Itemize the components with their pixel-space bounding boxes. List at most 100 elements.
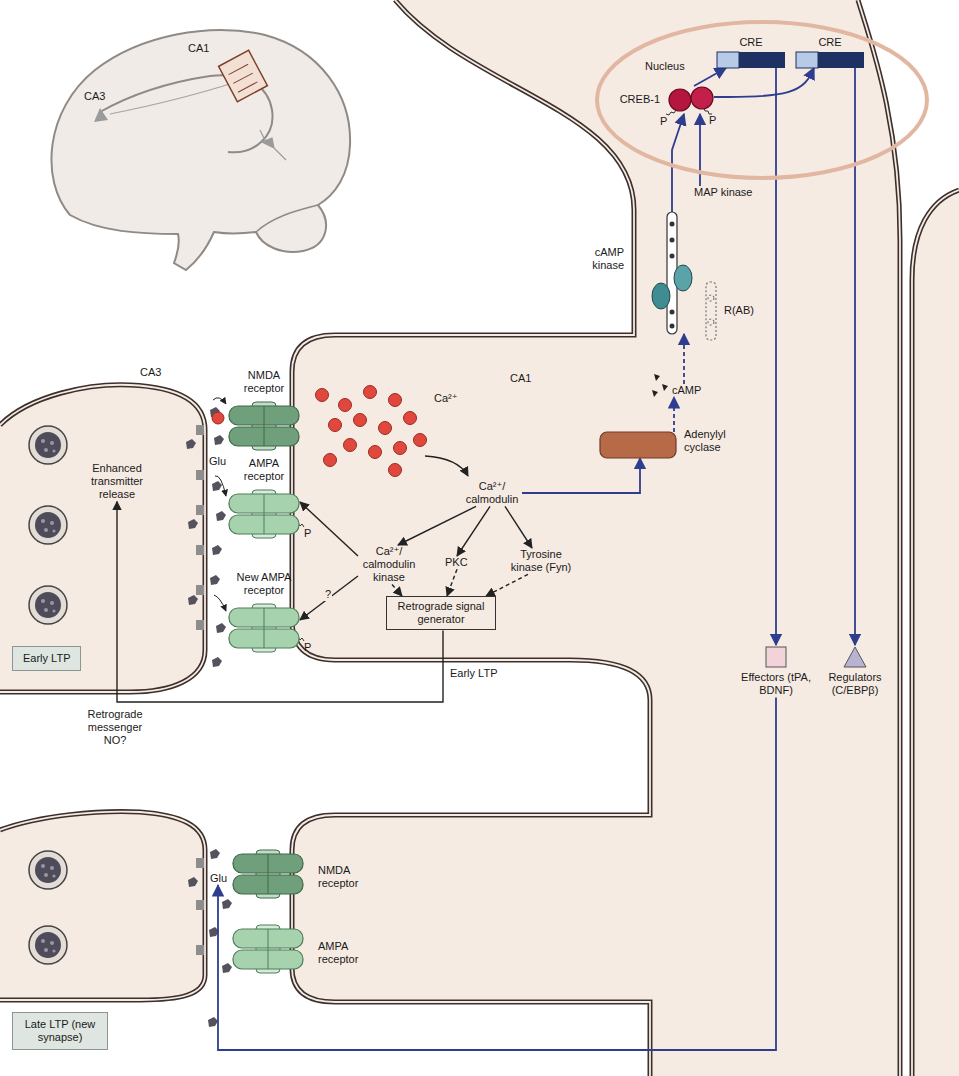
node-text: Nucleus: [645, 60, 685, 73]
stage-panel: Early LTP: [12, 646, 81, 671]
region-label: CA1: [510, 372, 531, 385]
presynaptic-label: Enhanced transmitter release: [84, 462, 150, 502]
node-text: Ca²⁺/ calmodulin kinase: [358, 545, 420, 585]
signal-arrow: [300, 576, 358, 620]
nmda-receptor: NMDA receptor: [228, 402, 300, 450]
node-text: Effectors (tPA, BDNF): [738, 671, 814, 697]
signal-arrow: [300, 502, 358, 556]
effector-symbol: Effectors (tPA, BDNF): [738, 645, 814, 697]
node-shape: [600, 432, 676, 458]
node-shape: [668, 86, 714, 114]
node-text: AMPA receptor: [234, 457, 294, 483]
calcium-ions: [212, 386, 427, 477]
node-text: CRE: [717, 36, 785, 49]
signal-arrow: [854, 68, 856, 645]
regulator-triangle: [844, 647, 866, 667]
glutamate-molecules: [186, 407, 232, 1027]
active-zone: [196, 425, 204, 955]
ampa-receptor: AMPA receptor: [228, 490, 300, 538]
transmitter-label: Glu: [209, 455, 226, 468]
ion-label: Ca²⁺: [434, 392, 458, 405]
creb-dimer: CREB-1: [668, 86, 714, 114]
phosphate-mark: [294, 108, 712, 641]
subunit-label: R(AB): [724, 304, 754, 317]
kinase-figure: [652, 212, 692, 334]
node-text: Glu: [210, 872, 227, 885]
new-ampa-receptor: New AMPA receptor: [228, 604, 300, 652]
phosphate-label: P: [709, 114, 716, 127]
adenylyl-cyclase: Adenylyl cyclase: [600, 432, 676, 458]
node-text: cAMP kinase: [580, 246, 624, 272]
ca1-cell: [292, 0, 900, 1076]
node-shape: [228, 604, 300, 652]
vesicle: [29, 926, 67, 964]
receptor-label: AMPA receptor: [318, 940, 378, 966]
node-shape: [228, 490, 300, 538]
fyn-label: Tyrosine kinase (Fyn): [505, 548, 577, 574]
node-shape: [717, 52, 785, 68]
signal-arrow: [218, 697, 776, 1050]
calcium-arrow: [425, 456, 468, 476]
signal-arrow: [775, 68, 777, 645]
ca3-terminal: [0, 812, 205, 1000]
line-label: Early LTP: [450, 667, 497, 680]
zoom-box: [219, 50, 268, 101]
signal-arrow: [505, 506, 532, 548]
node-shape: [796, 52, 864, 68]
neighbour-cell: [912, 190, 959, 1076]
receptor-label: NMDA receptor: [318, 864, 378, 890]
regulatory-subunit: [706, 282, 716, 340]
cre-element: CRE: [796, 52, 864, 68]
glutamate-binding-arrow: [213, 398, 226, 611]
neuron-sketch: [260, 130, 286, 160]
node-shape: [228, 402, 300, 450]
phosphate-label: P: [304, 527, 311, 540]
calmodulin-label: Ca²⁺/ calmodulin: [462, 480, 522, 506]
neuron-sketch: [94, 108, 108, 122]
cre-light: [796, 52, 818, 68]
signal-arrow: [486, 574, 528, 596]
kinase-label: MAP kinase: [694, 186, 753, 199]
signal-arrow: [398, 506, 476, 545]
vesicle: [29, 506, 67, 544]
region-label: CA3: [140, 366, 161, 379]
vesicle: [29, 426, 67, 464]
signal-arrow: [694, 68, 726, 86]
effector-square: [766, 647, 786, 667]
camp-kinase: cAMP kinase: [652, 212, 692, 334]
signal-arrow: [672, 114, 684, 212]
camkii-label: Ca²⁺/ calmodulin kinase: [358, 545, 420, 585]
schaffer-collateral: [110, 82, 236, 114]
cre-dark: [739, 52, 785, 68]
node-text: PKC: [445, 556, 468, 569]
stage-panel: Late LTP (new synapse): [12, 1012, 108, 1050]
signal-arrow: [522, 458, 640, 493]
signal-arrow: [683, 334, 685, 384]
nucleus: Nucleus CRE CRE CREB-1: [595, 20, 929, 180]
phosphate-label: P: [304, 641, 311, 654]
node-shape: [652, 212, 692, 334]
vesicle: [29, 851, 67, 889]
cerebellum-fold: [256, 205, 318, 232]
phosphate-label: P: [660, 115, 667, 128]
node-text: cAMP: [672, 384, 701, 397]
nucleus-outline: [597, 22, 927, 178]
camp-molecules: [652, 374, 668, 397]
node-text: Enhanced transmitter release: [84, 462, 150, 502]
pkc-label: PKC: [445, 556, 468, 569]
vesicle: [29, 586, 67, 624]
cre-light: [717, 52, 739, 68]
signal-arrow: [699, 114, 701, 186]
edge-label: ?: [324, 588, 332, 601]
receptor-figure: [229, 490, 299, 538]
glutamate-label: Glu: [210, 872, 227, 885]
cre-element: CRE: [717, 52, 785, 68]
signal-arrow: [714, 68, 814, 97]
nmda-receptor: [233, 850, 303, 898]
process-box: Retrograde signal generator: [386, 596, 496, 630]
brain-outline: [51, 30, 350, 270]
